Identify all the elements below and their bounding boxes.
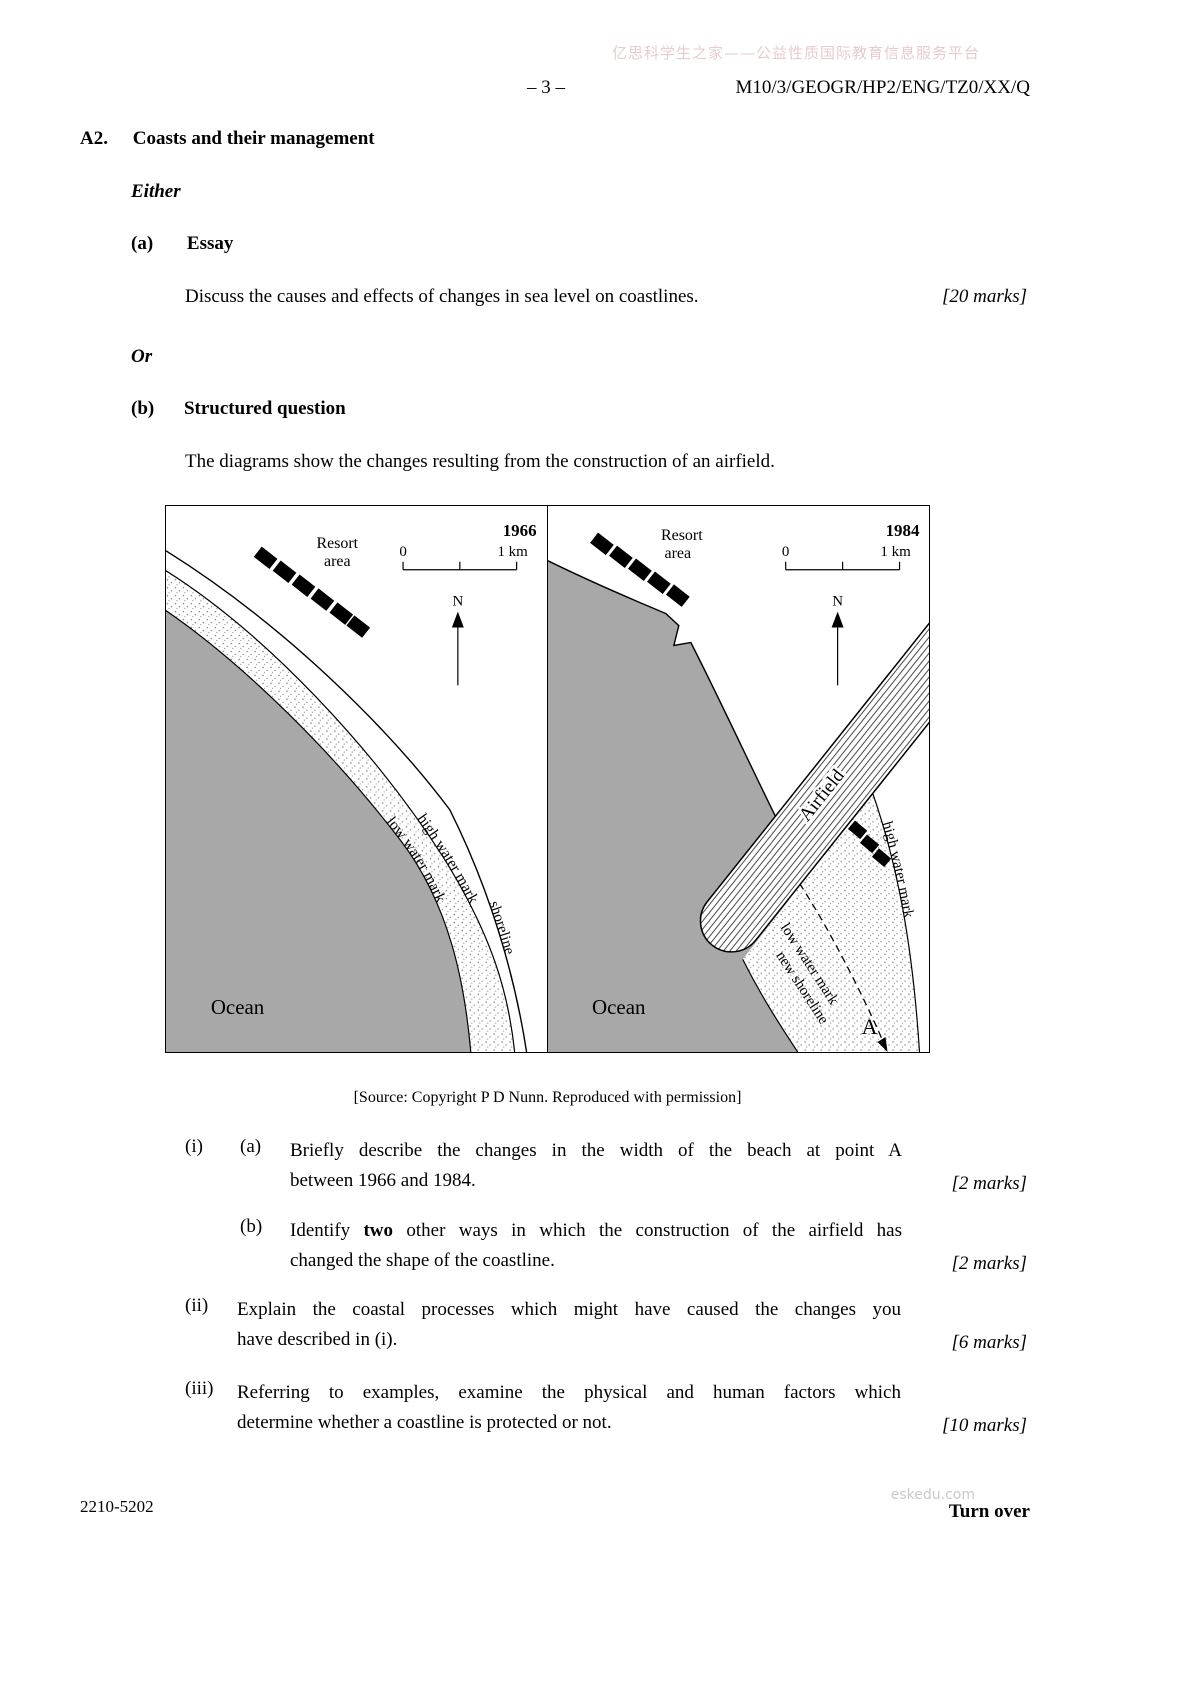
scale-bar <box>784 561 900 571</box>
essay-question-text: Discuss the causes and effects of change… <box>185 286 699 307</box>
resort-label-line2: area <box>324 553 351 570</box>
new-buildings <box>847 820 891 868</box>
ocean-label: Ocean <box>591 995 645 1019</box>
part-a-label: (a) <box>131 233 154 254</box>
map-panel-1984: Airfield Resort area 1984 <box>547 506 929 1052</box>
scale-zero-label: 0 <box>399 544 406 560</box>
question-text-line1: Identify two other ways in which the con… <box>290 1220 902 1241</box>
map-1966: Resort area 1966 0 1 km N high wa <box>166 521 537 1052</box>
question-text-line2: determine whether a coastline is protect… <box>237 1412 612 1433</box>
emphasis-two: two <box>363 1220 394 1241</box>
resort-label-line1: Resort <box>317 535 359 552</box>
question-text-line1: Referring to examples, examine the physi… <box>237 1382 901 1403</box>
ocean-label: Ocean <box>211 995 265 1019</box>
part-b-heading: (b) Structured question <box>131 398 346 420</box>
figure-source: [Source: Copyright P D Nunn. Reproduced … <box>353 1089 742 1106</box>
question-text-line1: Explain the coastal processes which migh… <box>237 1299 901 1320</box>
question-i-b: (b) Identify two other ways in which the… <box>185 1216 1027 1278</box>
airfield-strip: Airfield <box>699 573 929 953</box>
north-arrow: N <box>831 594 844 686</box>
scale-bar <box>402 561 518 571</box>
year-label: 1966 <box>503 521 537 540</box>
question-iii: (iii) Referring to examples, examine the… <box>185 1378 1027 1440</box>
resort-label-line1: Resort <box>660 527 702 544</box>
resort-buildings <box>253 546 371 638</box>
part-a-title: Essay <box>186 233 234 254</box>
question-heading: A2. Coasts and their management <box>80 128 375 150</box>
marks-i-b: [2 marks] <box>951 1253 1027 1274</box>
scale-km-label: 1 km <box>497 544 528 560</box>
roman-numeral-i: (i) <box>185 1136 203 1157</box>
letter-b: (b) <box>240 1216 263 1237</box>
site-watermark: 亿思科学生之家——公益性质国际教育信息服务平台 <box>611 44 980 62</box>
map-panel-1966: Resort area 1966 0 1 km N high wa <box>166 506 548 1052</box>
coastline-diagrams: Resort area 1966 0 1 km N high wa <box>165 505 930 1053</box>
question-ii: (ii) Explain the coastal processes which… <box>185 1295 1027 1357</box>
turn-over-label: Turn over <box>948 1501 1030 1522</box>
dashed-line-arrowhead <box>877 1037 888 1052</box>
question-number: A2. <box>80 128 108 149</box>
either-label: Either <box>131 181 181 202</box>
question-text-line2: between 1966 and 1984. <box>290 1170 476 1191</box>
part-b-label: (b) <box>131 398 155 419</box>
resort-label-line2: area <box>664 545 691 562</box>
resort-buildings <box>589 532 690 607</box>
page-number: – 3 – <box>527 77 565 98</box>
roman-numeral-iii: (iii) <box>185 1378 214 1399</box>
ocean-area <box>166 610 471 1052</box>
scale-km-label: 1 km <box>880 544 911 560</box>
year-label: 1984 <box>885 521 919 540</box>
scale-zero-label: 0 <box>781 544 788 560</box>
marks-ii: [6 marks] <box>951 1332 1027 1353</box>
roman-numeral-ii: (ii) <box>185 1295 209 1316</box>
question-text-line2: have described in (i). <box>237 1329 398 1350</box>
question-text-line2: changed the shape of the coastline. <box>290 1250 555 1271</box>
marks-iii: [10 marks] <box>942 1415 1027 1436</box>
site-footer-watermark: eskedu.com <box>890 1487 975 1503</box>
part-b-title: Structured question <box>183 398 346 419</box>
svg-text:N: N <box>452 594 463 610</box>
document-code: 2210-5202 <box>80 1497 154 1516</box>
point-a-label: A <box>861 1014 877 1039</box>
map-1984: Airfield Resort area 1984 <box>547 521 929 1052</box>
part-a-heading: (a) Essay <box>131 233 233 255</box>
question-text-line1: Briefly describe the changes in the widt… <box>290 1140 902 1161</box>
beach-stipple-area <box>166 570 515 1052</box>
question-title: Coasts and their management <box>132 128 375 149</box>
marks-i-a: [2 marks] <box>951 1173 1027 1194</box>
letter-a: (a) <box>240 1136 262 1157</box>
or-label: Or <box>131 346 153 367</box>
paper-code: M10/3/GEOGR/HP2/ENG/TZ0/XX/Q <box>735 77 1031 98</box>
essay-question-row: Discuss the causes and effects of change… <box>185 286 1027 308</box>
structured-intro: The diagrams show the changes resulting … <box>185 451 775 472</box>
essay-marks: [20 marks] <box>942 286 1027 307</box>
svg-text:N: N <box>832 594 843 610</box>
north-arrow: N <box>451 594 464 686</box>
question-i-a: (i) (a) Briefly describe the changes in … <box>185 1136 1027 1198</box>
